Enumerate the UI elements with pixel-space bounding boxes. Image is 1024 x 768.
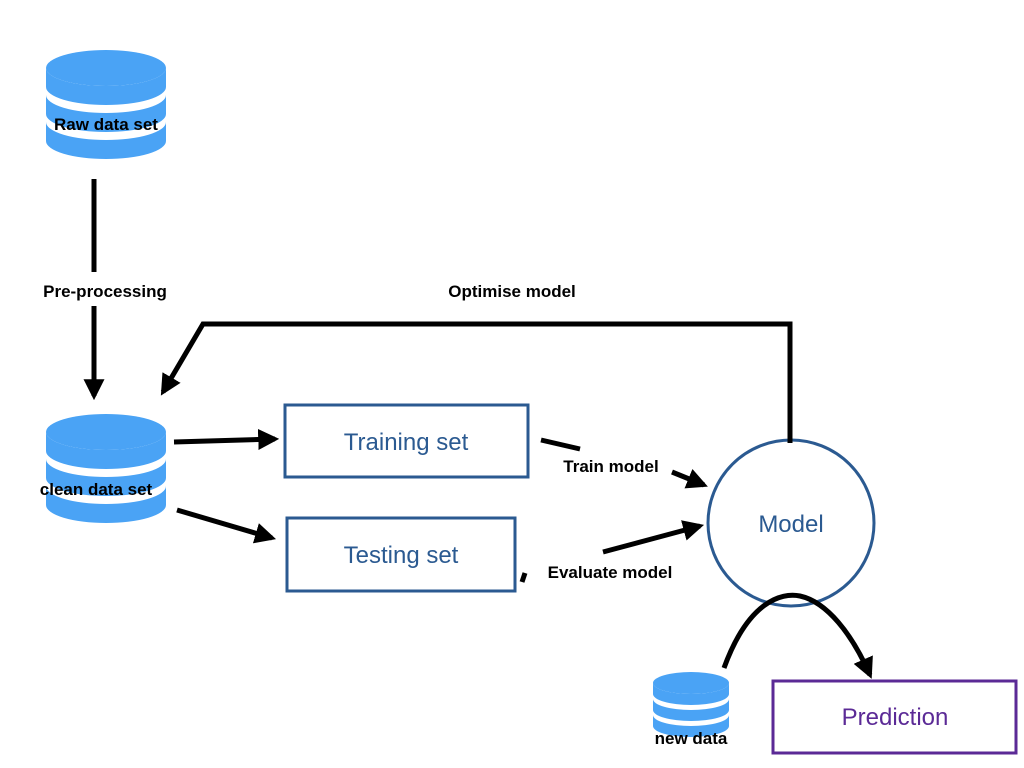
optimise-model-arrow <box>160 321 793 443</box>
training-set-box[interactable] <box>283 403 530 479</box>
prediction-arc-arrow <box>721 592 873 679</box>
evaluate-model-label: Evaluate model <box>548 563 673 582</box>
clean-to-testing-arrow <box>176 507 277 544</box>
training-set-label: Training set <box>344 429 469 456</box>
testing-set-box[interactable] <box>285 516 517 593</box>
raw-data-set-database-icon <box>46 50 166 159</box>
train-model-arrow <box>671 468 708 489</box>
prediction-box[interactable] <box>771 679 1018 755</box>
prediction-label: Prediction <box>842 704 949 731</box>
testing-set-label: Testing set <box>344 542 459 569</box>
train-model-label: Train model <box>563 457 658 476</box>
clean-data-set-database-icon <box>46 414 166 523</box>
new-data-label: new data <box>655 729 728 748</box>
clean-to-training-arrow <box>173 429 280 450</box>
new-data-database-icon <box>653 672 729 737</box>
clean-data-set-label: clean data set <box>40 480 153 499</box>
evaluate-model-arrow <box>602 520 705 555</box>
preprocessing-label: Pre-processing <box>43 282 167 301</box>
model-label: Model <box>758 511 823 538</box>
train-model-arrow-start <box>540 437 581 452</box>
optimise-model-label: Optimise model <box>448 282 576 301</box>
evaluate-model-arrow-start <box>519 572 528 583</box>
raw-data-set-label: Raw data set <box>54 115 158 134</box>
